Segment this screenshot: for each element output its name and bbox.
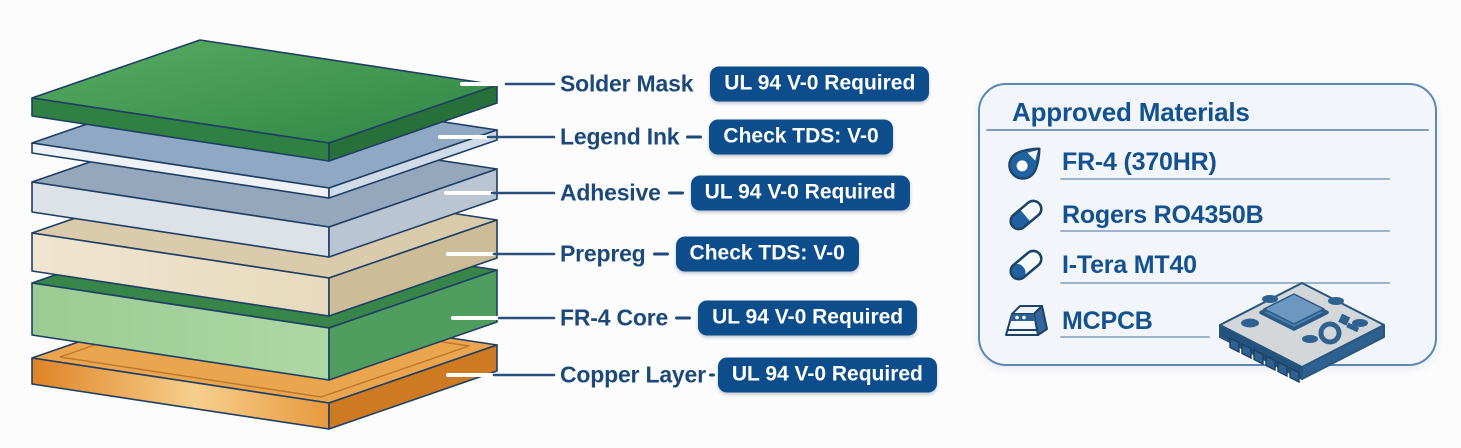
flammability-badge: Check TDS: V-0	[675, 236, 859, 272]
layer-stack-illustration	[31, 39, 556, 430]
material-item-itera: I-Tera MT40	[1002, 245, 1197, 285]
layer-label: Prepreg	[560, 240, 646, 267]
item-separator	[1060, 282, 1390, 284]
layer-row-solder-mask: Solder Mask UL 94 V-0 Required	[560, 66, 930, 102]
layer-row-legend-ink: Legend Ink Check TDS: V-0	[560, 119, 893, 155]
title-rule	[986, 129, 1429, 131]
connector-dash	[652, 252, 669, 256]
material-item-mcpcb: MCPCB	[1002, 302, 1153, 340]
layer-row-copper: Copper Layer UL 94 V-0 Required	[560, 357, 937, 393]
layer-label: Solder Mask	[560, 70, 694, 97]
leader-lines	[438, 82, 556, 377]
droplet-icon	[1002, 142, 1050, 182]
flammability-badge: UL 94 V-0 Required	[717, 357, 937, 393]
item-separator	[1060, 336, 1210, 338]
capsule-icon	[1002, 195, 1050, 235]
layer-label: Copper Layer	[560, 361, 706, 388]
layer-row-prepreg: Prepreg Check TDS: V-0	[560, 236, 859, 272]
material-label: I-Tera MT40	[1062, 250, 1197, 279]
material-label: MCPCB	[1062, 306, 1153, 335]
layer-row-adhesive: Adhesive UL 94 V-0 Required	[560, 175, 910, 211]
flammability-badge: UL 94 V-0 Required	[698, 300, 918, 336]
flammability-badge: UL 94 V-0 Required	[710, 66, 930, 102]
connector-dash	[675, 316, 692, 320]
material-item-fr4: FR-4 (370HR)	[1002, 142, 1217, 182]
material-label: FR-4 (370HR)	[1062, 147, 1217, 176]
pcb-chip-illustration	[1214, 281, 1390, 390]
layer-row-fr4-core: FR-4 Core UL 94 V-0 Required	[560, 300, 918, 336]
flammability-badge: Check TDS: V-0	[709, 119, 893, 155]
connector-dash	[667, 191, 684, 195]
item-separator	[1060, 230, 1390, 232]
flammability-badge: UL 94 V-0 Required	[690, 175, 910, 211]
capsule-icon	[1002, 245, 1050, 285]
layer-label: Legend Ink	[560, 123, 680, 150]
connector-dash	[686, 135, 703, 139]
approved-materials-panel: Approved Materials FR-4 (370HR)	[978, 83, 1437, 384]
connector-dash	[708, 373, 715, 377]
layer-label: Adhesive	[560, 179, 661, 206]
item-separator	[1060, 178, 1390, 180]
layer-label: FR-4 Core	[560, 304, 669, 331]
panel-title: Approved Materials	[1012, 97, 1250, 127]
mcpcb-block-icon	[1002, 302, 1050, 340]
material-label: Rogers RO4350B	[1062, 200, 1264, 229]
material-item-rogers: Rogers RO4350B	[1002, 195, 1264, 235]
